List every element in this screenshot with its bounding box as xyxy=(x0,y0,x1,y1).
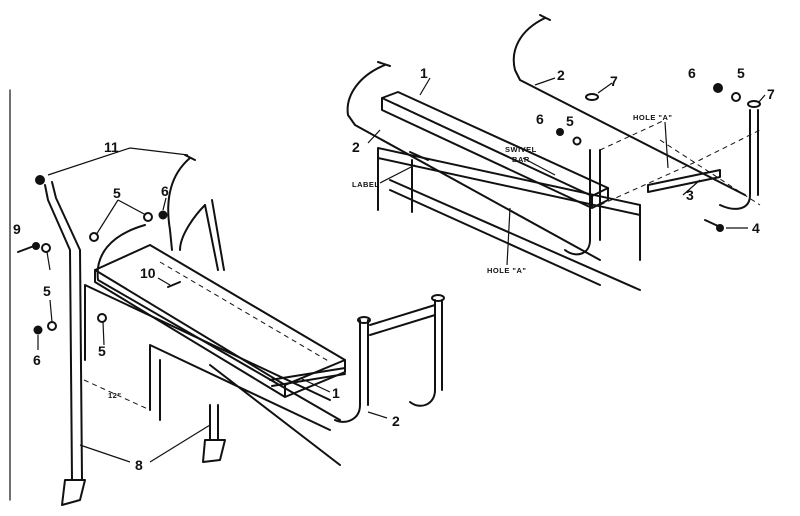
callout-6-upper-mid: 6 xyxy=(536,111,544,127)
callout-2-upper-left: 2 xyxy=(352,139,360,155)
nut-lower-left xyxy=(33,325,43,335)
bolt-part-9 xyxy=(17,245,35,253)
callout-3: 3 xyxy=(686,187,694,203)
leg-part-8 xyxy=(44,181,83,481)
lower-left-tube xyxy=(96,224,341,421)
nut-upper-right xyxy=(713,83,723,93)
nut-upper-mid xyxy=(556,128,564,136)
callout-5-lower-left: 5 xyxy=(43,283,51,299)
callout-5-upper-mid: 5 xyxy=(566,113,574,129)
lower-rear-tube xyxy=(167,157,206,251)
cap-upper-right xyxy=(747,100,761,108)
callout-2-lower: 2 xyxy=(392,413,400,429)
swivel-bar-label-line2: BAR xyxy=(512,155,530,164)
lower-front-loop xyxy=(334,319,369,423)
hole-a-upper-label: HOLE "A" xyxy=(633,113,672,122)
bolt-part-4 xyxy=(704,219,719,227)
washer-upper-mid xyxy=(572,136,582,146)
upper-front-loop xyxy=(564,149,591,256)
leg-foot-right xyxy=(202,404,226,463)
cap-part-11 xyxy=(35,175,45,185)
lower-bench-top xyxy=(94,244,346,386)
callout-4: 4 xyxy=(752,220,760,236)
hole-a-lower-label: HOLE "A" xyxy=(487,266,526,275)
callout-9: 9 xyxy=(13,221,21,237)
nut-lower-top xyxy=(158,210,168,220)
lower-brace xyxy=(369,304,436,336)
bolt-part-10 xyxy=(167,281,181,288)
lower-assembly xyxy=(17,147,445,506)
callout-5-lower-mid: 5 xyxy=(98,343,106,359)
washer-lower-top xyxy=(89,232,99,242)
callout-1-lower: 1 xyxy=(332,385,340,401)
label-plate xyxy=(409,151,429,161)
label-text: LABEL xyxy=(352,180,380,189)
dimension-label: 12" xyxy=(108,391,121,400)
text-labels: SWIVEL BAR LABEL HOLE "A" HOLE "A" 12" xyxy=(108,113,672,400)
washer-lower-left xyxy=(41,243,51,253)
upper-bench-side xyxy=(381,97,609,209)
washer-lower-left-2 xyxy=(47,321,57,331)
callout-5-upper-right: 5 xyxy=(737,65,745,81)
callout-5-lower-top: 5 xyxy=(113,185,121,201)
callout-2-upper-right: 2 xyxy=(557,67,565,83)
swivel-bar-part-3 xyxy=(647,169,721,193)
leg-foot-left xyxy=(61,479,86,506)
washer-lower-mid xyxy=(97,313,107,323)
swivel-bar-label-line1: SWIVEL xyxy=(505,145,537,154)
callout-7-upper-mid: 7 xyxy=(610,73,618,89)
washer-upper-right xyxy=(731,92,741,102)
callout-1-upper: 1 xyxy=(420,65,428,81)
callout-8: 8 xyxy=(135,457,143,473)
washer-lower-top-2 xyxy=(143,212,153,222)
upper-table-frame xyxy=(377,147,641,291)
upper-rear-loop xyxy=(719,109,759,210)
callout-numbers: 1 2 2 3 4 5 5 6 6 7 7 11 5 6 9 5 5 6 10 … xyxy=(13,65,775,473)
lower-right-loop xyxy=(409,299,443,407)
lower-swivel-bar xyxy=(269,367,346,387)
callout-6-lower-left: 6 xyxy=(33,352,41,368)
cap-upper-mid xyxy=(585,93,599,101)
callout-6-upper-right: 6 xyxy=(688,65,696,81)
upper-right-tube xyxy=(512,17,746,196)
callout-7-upper-right: 7 xyxy=(767,86,775,102)
upper-assembly xyxy=(346,14,766,291)
upper-left-tube xyxy=(346,64,601,261)
callout-10: 10 xyxy=(140,265,156,281)
callout-11: 11 xyxy=(104,139,119,155)
callout-6-lower-top: 6 xyxy=(161,183,169,199)
lower-bench-side xyxy=(94,269,346,398)
